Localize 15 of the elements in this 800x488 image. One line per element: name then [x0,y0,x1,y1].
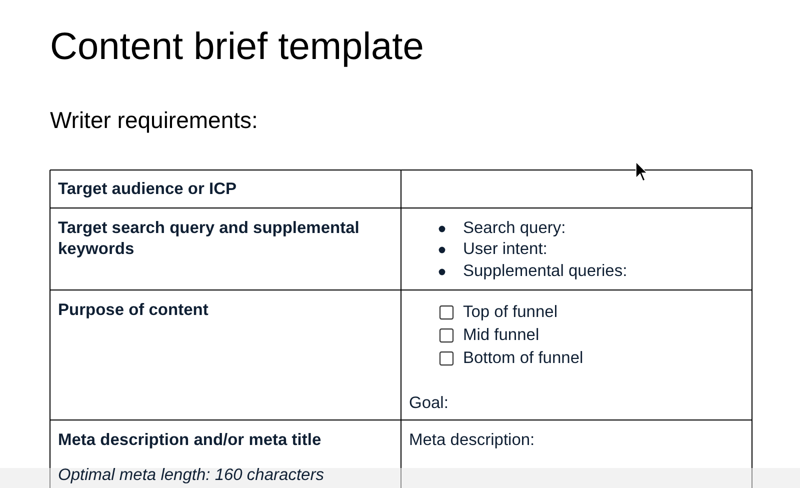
checkbox-label: Bottom of funnel [463,348,584,369]
row-heading: Purpose of content [58,300,208,321]
row-heading: Target audience or ICP [58,179,236,200]
checkbox-label: Mid funnel [463,325,540,346]
list-item: User intent: [463,239,548,260]
list-item: Supplemental queries: [463,261,628,282]
row-heading: Meta description and/or meta title [58,430,322,451]
page-title: Content brief template [50,25,424,70]
section-heading: Writer requirements: [50,106,258,134]
list-item: Search query: [463,218,566,239]
row-heading: Target search query and supplemental keywords [58,218,360,260]
field-label: Goal: [409,393,448,414]
field-label: Meta description: [409,430,535,451]
checkbox-label: Top of funnel [463,302,558,323]
note: Optimal meta length: 160 characters [58,465,324,486]
